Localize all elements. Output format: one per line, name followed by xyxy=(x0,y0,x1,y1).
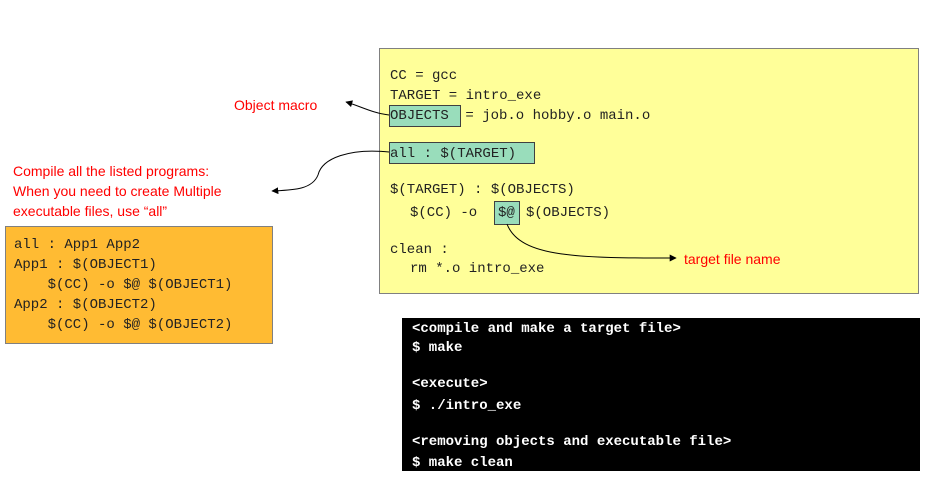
code-line-all: all : $(TARGET) xyxy=(390,146,517,162)
compile-all-arrow xyxy=(271,150,390,195)
objects-highlight xyxy=(389,105,461,127)
code-line-cc: CC = gcc xyxy=(390,68,458,84)
target-file-name-label: target file name xyxy=(684,251,781,267)
terminal-commands-box: <compile and make a target file> $ make … xyxy=(402,318,920,471)
all-target-highlight xyxy=(389,142,535,164)
target-file-name-arrow xyxy=(506,223,677,262)
terminal-comment-execute: <execute> xyxy=(412,376,488,392)
code-line-clean: clean : xyxy=(390,242,449,258)
compile-all-label-line-1: Compile all the listed programs: xyxy=(13,163,210,179)
terminal-cmd-make: $ make xyxy=(412,340,463,356)
code-cmd-autovar: $@ xyxy=(498,205,515,221)
multi-line-4: App2 : $(OBJECT2) xyxy=(14,297,157,313)
multi-line-2: App1 : $(OBJECT1) xyxy=(14,257,157,273)
multi-line-5: $(CC) -o $@ $(OBJECT2) xyxy=(14,317,233,333)
code-objects-name: OBJECTS xyxy=(390,108,449,124)
compile-all-label-line-2: When you need to create Multiple xyxy=(13,183,222,199)
object-macro-arrow xyxy=(345,100,390,116)
terminal-comment-compile: <compile and make a target file> xyxy=(412,321,681,337)
multiple-targets-example-box: all : App1 App2 App1 : $(OBJECT1) $(CC) … xyxy=(5,226,273,344)
code-line-clean-cmd: rm *.o intro_exe xyxy=(410,261,545,277)
multi-line-1: all : App1 App2 xyxy=(14,237,141,253)
multi-line-3: $(CC) -o $@ $(OBJECT1) xyxy=(14,277,233,293)
code-line-rule: $(TARGET) : $(OBJECTS) xyxy=(390,182,575,198)
terminal-cmd-run: $ ./intro_exe xyxy=(412,398,522,414)
code-cmd-suffix: $(OBJECTS) xyxy=(526,205,611,221)
object-macro-label: Object macro xyxy=(234,97,318,113)
code-objects-rest: = job.o hobby.o main.o xyxy=(457,108,651,124)
autovar-highlight xyxy=(494,201,520,225)
compile-all-label-line-3: executable files, use “all” xyxy=(13,203,168,219)
makefile-code-box: CC = gcc TARGET = intro_exe OBJECTS = jo… xyxy=(379,48,919,294)
terminal-comment-clean: <removing objects and executable file> xyxy=(412,434,732,450)
code-cmd-prefix: $(CC) -o xyxy=(410,205,478,221)
code-line-target: TARGET = intro_exe xyxy=(390,88,542,104)
terminal-cmd-clean: $ make clean xyxy=(412,455,513,471)
